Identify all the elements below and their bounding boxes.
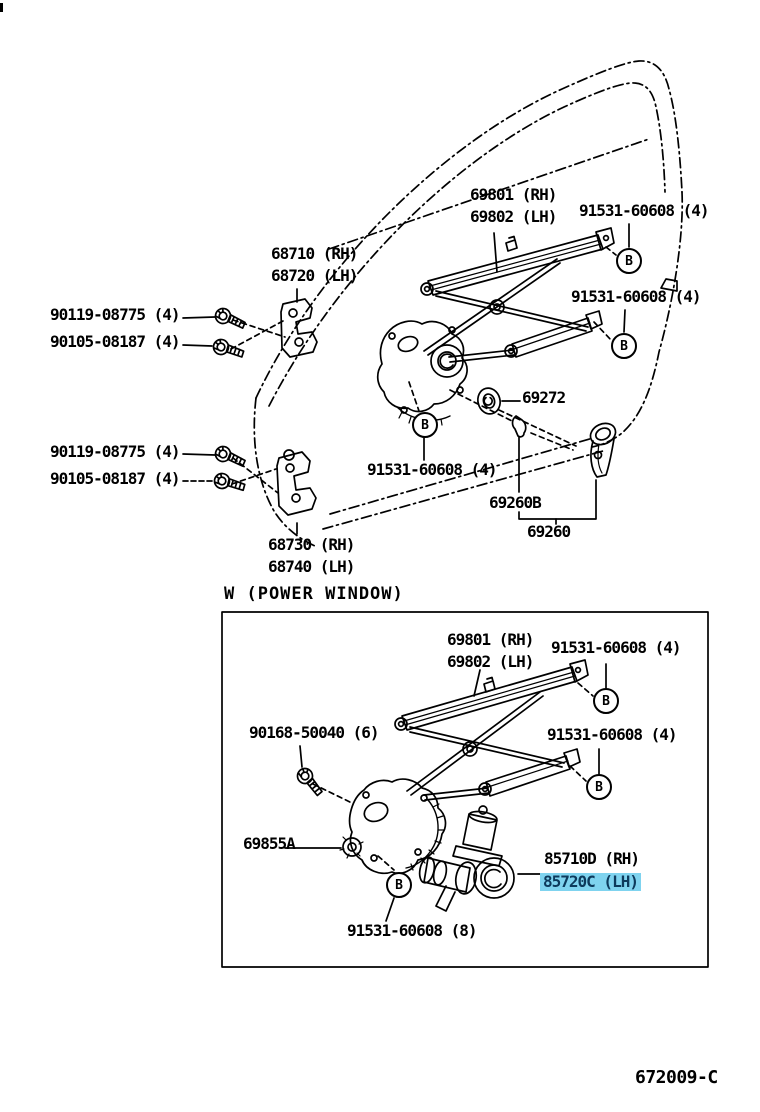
part-label-91531-60608-box-b: 91531-60608 (4) xyxy=(547,725,677,744)
b-marker: B xyxy=(593,688,619,714)
b-marker: B xyxy=(616,248,642,274)
b-marker: B xyxy=(611,333,637,359)
part-label-85720c-lh: 85720C (LH) xyxy=(540,872,641,892)
part-label-90105-08187-upper: 90105-08187 (4) xyxy=(50,332,180,351)
part-label-68720-lh: 68720 (LH) xyxy=(271,266,358,285)
hinge-bolts-upper xyxy=(211,306,248,359)
part-label-85710d-rh: 85710D (RH) xyxy=(544,849,640,868)
diagram-code: 672009-C xyxy=(635,1067,718,1088)
section-title-power-window: W (POWER WINDOW) xyxy=(224,584,404,604)
regulator-assembly-top xyxy=(376,227,615,428)
power-window-box-border xyxy=(221,611,709,968)
b-marker: B xyxy=(586,774,612,800)
part-label-68740-lh: 68740 (LH) xyxy=(268,557,355,576)
part-label-90105-08187-lower: 90105-08187 (4) xyxy=(50,469,180,488)
scan-artifact xyxy=(0,3,3,12)
bolt-90168 xyxy=(293,764,329,798)
regulator-assembly-inset xyxy=(394,659,589,801)
door-striker xyxy=(660,278,678,292)
part-label-69801-rh-box: 69801 (RH) xyxy=(447,630,534,649)
part-label-69801-rh-top: 69801 (RH) xyxy=(470,185,557,204)
part-label-91531-60608-c: 91531-60608 (4) xyxy=(367,460,497,479)
part-label-91531-60608-a: 91531-60608 (4) xyxy=(579,201,709,220)
part-label-91531-60608-box-a: 91531-60608 (4) xyxy=(551,638,681,657)
lower-hinge xyxy=(276,449,317,516)
upper-hinge xyxy=(280,298,318,358)
part-label-68710-rh: 68710 (RH) xyxy=(271,244,358,263)
part-label-90119-08775-lower: 90119-08775 (4) xyxy=(50,442,180,461)
part-label-69855a: 69855A xyxy=(243,834,296,853)
part-label-90168-50040: 90168-50040 (6) xyxy=(249,723,379,742)
grommet-69272 xyxy=(477,387,501,415)
part-label-69272: 69272 xyxy=(522,388,566,407)
part-label-69802-lh-top: 69802 (LH) xyxy=(470,207,557,226)
clip-69260b xyxy=(511,415,527,438)
part-label-69260: 69260 xyxy=(527,522,571,541)
part-label-91531-60608-box-c: 91531-60608 (8) xyxy=(347,921,477,940)
part-label-90119-08775-upper: 90119-08775 (4) xyxy=(50,305,180,324)
window-crank-handle-69260 xyxy=(589,422,617,478)
hinge-bolts-lower xyxy=(212,444,248,492)
part-label-68730-rh: 68730 (RH) xyxy=(268,535,355,554)
power-window-motor xyxy=(418,805,515,912)
door-outline xyxy=(253,60,684,547)
leader-lines-top xyxy=(182,223,630,535)
b-marker: B xyxy=(386,872,412,898)
part-label-91531-60608-b: 91531-60608 (4) xyxy=(571,287,701,306)
leader-lines-inset xyxy=(284,663,607,922)
part-label-69802-lh-box: 69802 (LH) xyxy=(447,652,534,671)
grommet-69855 xyxy=(339,836,364,859)
regulator-bracket-plate xyxy=(348,778,447,875)
b-marker: B xyxy=(412,412,438,438)
belt-line xyxy=(328,138,650,250)
part-label-69260b: 69260B xyxy=(489,493,542,512)
